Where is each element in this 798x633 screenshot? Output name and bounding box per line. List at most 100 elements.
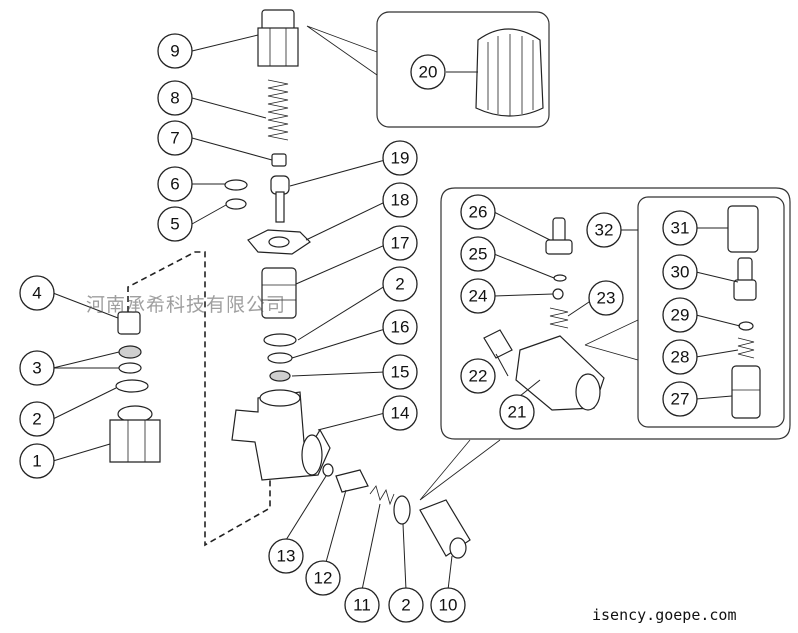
callout-2-bottom: 2 xyxy=(388,587,424,623)
callout-31-label: 31 xyxy=(671,219,690,238)
callout-22-label: 22 xyxy=(469,367,488,386)
callout-2-left-label: 2 xyxy=(32,410,41,429)
part-23-spring xyxy=(549,307,569,329)
callout-29: 29 xyxy=(662,297,698,333)
callout-28: 28 xyxy=(662,339,698,375)
callout-11: 11 xyxy=(344,587,380,623)
part-3-ring-b xyxy=(118,362,142,374)
part-4-plug xyxy=(117,311,141,335)
callout-9: 9 xyxy=(157,33,193,69)
callout-16-label: 16 xyxy=(391,318,410,337)
part-3-ring-a xyxy=(118,345,142,359)
part-29-ring xyxy=(738,321,754,331)
callout-16: 16 xyxy=(382,309,418,345)
part-8-spring xyxy=(267,79,289,141)
callout-25-label: 25 xyxy=(469,245,488,264)
callout-26: 26 xyxy=(460,194,496,230)
part-17-fitting xyxy=(261,267,297,319)
callout-12-label: 12 xyxy=(314,569,333,588)
part-12-piston xyxy=(335,469,369,493)
callout-27-label: 27 xyxy=(671,390,690,409)
callout-2-left: 2 xyxy=(19,401,55,437)
callout-5-label: 5 xyxy=(170,215,179,234)
callout-5: 5 xyxy=(157,206,193,242)
callout-8-label: 8 xyxy=(170,89,179,108)
inset-panel-sub xyxy=(637,196,785,428)
callout-32: 32 xyxy=(586,212,622,248)
part-18-hex-nut xyxy=(247,229,311,255)
callout-21: 21 xyxy=(499,394,535,430)
callout-6: 6 xyxy=(157,166,193,202)
part-31-cap xyxy=(727,205,759,253)
callout-25: 25 xyxy=(460,236,496,272)
callout-12: 12 xyxy=(305,560,341,596)
part-22-check-valve xyxy=(483,329,513,359)
part-21-injector-body xyxy=(515,335,605,411)
part-19-pin xyxy=(270,175,290,223)
callout-30-label: 30 xyxy=(671,263,690,282)
callout-20-label: 20 xyxy=(419,63,438,82)
pointer-knob xyxy=(306,25,378,76)
callout-14-label: 14 xyxy=(391,404,410,423)
callout-1: 1 xyxy=(19,443,55,479)
part-30-valve-stem xyxy=(733,257,757,301)
callout-31: 31 xyxy=(662,210,698,246)
callout-23-label: 23 xyxy=(597,289,616,308)
callout-17-label: 17 xyxy=(391,234,410,253)
part-20-knob xyxy=(475,28,544,117)
callout-4-label: 4 xyxy=(32,284,41,303)
part-7-spring-seat xyxy=(271,153,287,167)
leader-lines xyxy=(52,34,741,591)
part-2-ring-b xyxy=(263,333,297,347)
callout-32-label: 32 xyxy=(595,221,614,240)
callout-2-bottom-label: 2 xyxy=(401,596,410,615)
part-24-ball xyxy=(552,288,564,300)
callout-20: 20 xyxy=(410,54,446,90)
part-2-ring-a xyxy=(115,379,149,393)
callout-22: 22 xyxy=(460,358,496,394)
part-5-ring xyxy=(225,198,247,210)
callout-9-label: 9 xyxy=(170,42,179,61)
callout-13-label: 13 xyxy=(277,547,296,566)
part-13-ring xyxy=(322,463,334,477)
callout-18: 18 xyxy=(382,182,418,218)
part-25-ring xyxy=(553,274,567,282)
callout-3: 3 xyxy=(19,350,55,386)
callout-10: 10 xyxy=(430,587,466,623)
callout-17: 17 xyxy=(382,225,418,261)
callout-21-label: 21 xyxy=(508,403,527,422)
part-9-adjuster-nut xyxy=(257,9,299,67)
site-url: isency.goepe.com xyxy=(592,606,737,624)
callout-2-mid: 2 xyxy=(382,266,418,302)
part-27-adapter xyxy=(731,365,761,419)
callout-10-label: 10 xyxy=(439,596,458,615)
callout-15-label: 15 xyxy=(391,363,410,382)
inset-panel-knob xyxy=(376,11,550,128)
callout-30: 30 xyxy=(662,254,698,290)
part-26-nozzle xyxy=(545,217,573,255)
callout-23: 23 xyxy=(588,280,624,316)
callout-29-label: 29 xyxy=(671,306,690,325)
callout-19-label: 19 xyxy=(391,149,410,168)
part-10-inlet-fitting xyxy=(419,499,471,559)
part-16-ring xyxy=(267,352,293,364)
callout-7: 7 xyxy=(157,120,193,156)
pointer-injector xyxy=(419,439,501,501)
callout-19: 19 xyxy=(382,140,418,176)
company-watermark: 河南承希科技有限公司 xyxy=(86,294,287,316)
callout-6-label: 6 xyxy=(170,175,179,194)
callout-24: 24 xyxy=(460,278,496,314)
part-1-coupling xyxy=(109,405,161,463)
callout-14: 14 xyxy=(382,395,418,431)
part-28-spring xyxy=(737,337,755,359)
callout-27: 27 xyxy=(662,381,698,417)
pointer-sub xyxy=(584,319,639,361)
callout-3-label: 3 xyxy=(32,359,41,378)
part-11-spring xyxy=(369,485,395,506)
inset-panel-injector xyxy=(440,187,791,440)
callout-15: 15 xyxy=(382,354,418,390)
callout-4: 4 xyxy=(19,275,55,311)
callout-7-label: 7 xyxy=(170,129,179,148)
part-2-ring-c xyxy=(393,495,411,525)
